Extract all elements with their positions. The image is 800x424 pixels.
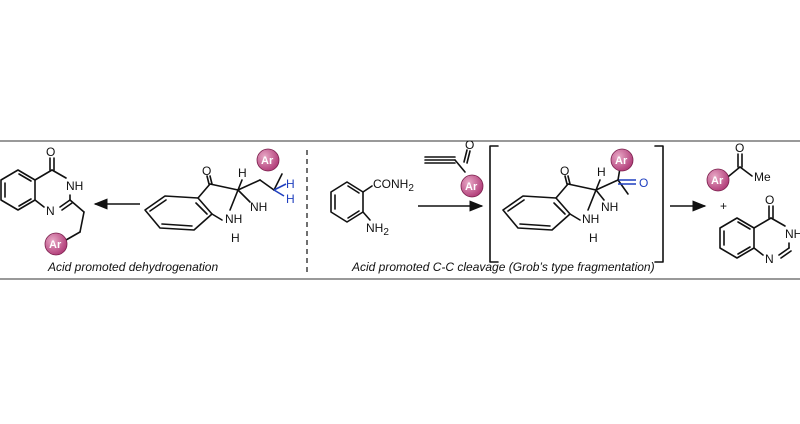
aryl-sphere-intermediate [610, 148, 634, 172]
ynone-reagent: O Ar [424, 138, 484, 198]
methyl-label: Me [754, 170, 771, 184]
aryl-sphere-left-product [44, 232, 68, 256]
product-oxygen-label: O [765, 193, 774, 207]
carbonyl-oxygen-label: O [46, 145, 55, 159]
product-nh-label: NH [785, 227, 800, 241]
aryl-label: Ar [465, 181, 478, 193]
stereocenter-h-label: H [238, 166, 247, 180]
quinazolinone-product-left: O NH N Ar [0, 145, 85, 256]
indolinone-intermediate-left: O NH H NH H H H Ar [144, 148, 295, 245]
nh2-label: NH2 [366, 221, 389, 238]
indolinone-h-label: H [231, 231, 240, 245]
intermediate-oxygen-label: O [560, 164, 569, 178]
intermediate-h-label: H [589, 231, 598, 245]
indolinone-oxygen-label: O [202, 164, 211, 178]
right-bracket [654, 145, 664, 263]
caption-right: Acid promoted C-C cleavage (Grob’s type … [351, 260, 655, 274]
caption-left: Acid promoted dehydrogenation [47, 260, 218, 274]
highlight-h-lower: H [286, 192, 295, 206]
intermediate-ring-nh-label: NH [601, 200, 618, 214]
ring-nh-label-2: NH [250, 200, 267, 214]
ketone-oxygen-label: O [735, 141, 744, 155]
aryl-sphere-ketone [706, 168, 730, 192]
conh2-label: CONH2 [373, 177, 414, 194]
bracketed-intermediate: O NH H NH H O Ar [489, 145, 664, 263]
aryl-sphere-left-intermediate [256, 148, 280, 172]
ch-bond-upper [273, 183, 287, 191]
aminobenzamide-reactant: CONH2 NH2 [330, 177, 414, 238]
aryl-sphere-ynone [460, 174, 484, 198]
plus-sign: + [720, 199, 727, 213]
aryl-label: Ar [49, 239, 62, 251]
ch-bond-lower [273, 189, 285, 197]
intermediate-stereocenter-h: H [597, 165, 606, 179]
aryl-methyl-ketone-product: Ar O Me [706, 141, 771, 192]
aryl-label: Ar [711, 175, 724, 187]
highlight-h-upper: H [286, 177, 295, 191]
quinazolinone-product-right: O NH N [719, 193, 800, 266]
ring-nh-label: NH [66, 179, 83, 193]
aryl-label: Ar [261, 155, 274, 167]
product-n-label: N [765, 252, 774, 266]
indolinone-nh-label: NH [225, 212, 242, 226]
aryl-label: Ar [615, 155, 628, 167]
intermediate-nh-label: NH [582, 212, 599, 226]
ynone-oxygen-label: O [465, 138, 474, 152]
keto-oxygen-label: O [639, 176, 648, 190]
left-bracket [489, 145, 499, 263]
ring-n-label: N [46, 204, 55, 218]
